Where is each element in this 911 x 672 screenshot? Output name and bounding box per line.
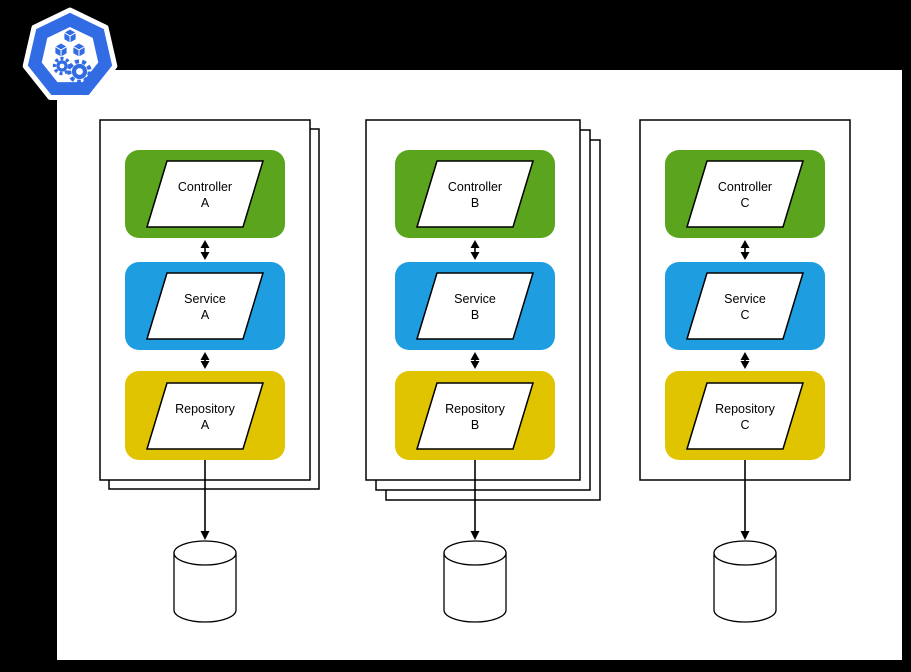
database-cylinder-body <box>443 552 507 623</box>
repository-c-parallelogram <box>685 382 805 450</box>
controller-a-label-line1: Controller <box>178 180 232 194</box>
repository-b-parallelogram <box>415 382 535 450</box>
database-c <box>713 540 777 623</box>
cube-top <box>62 28 78 44</box>
database-cylinder-top <box>443 540 507 566</box>
service-a-label-line2: A <box>201 308 210 322</box>
controller-b-parallelogram <box>415 160 535 228</box>
repository-a-parallelogram <box>145 382 265 450</box>
repository-a-label-line2: A <box>201 418 210 432</box>
controller-c-parallelogram <box>685 160 805 228</box>
repository-c-node: Repository C <box>665 371 825 460</box>
database-cylinder-body <box>173 552 237 623</box>
controller-a-node: Controller A <box>125 150 285 238</box>
controller-b-label-line1: Controller <box>448 180 502 194</box>
database-cylinder-body <box>713 552 777 623</box>
service-c-node: Service C <box>665 262 825 350</box>
arrow-service-repository-b <box>470 352 480 369</box>
gears-icon <box>52 56 92 84</box>
controller-a-parallelogram <box>145 160 265 228</box>
service-c-parallelogram <box>685 272 805 340</box>
repository-b-label-line1: Repository <box>445 402 505 416</box>
arrow-repository-database-b <box>470 460 480 540</box>
arrow-repository-database-c <box>740 460 750 540</box>
arrow-repository-database-a <box>200 460 210 540</box>
controller-c-node: Controller C <box>665 150 825 238</box>
database-cylinder-top <box>713 540 777 566</box>
repository-b-label-line2: B <box>471 418 479 432</box>
repository-c-label-line1: Repository <box>715 402 775 416</box>
repository-b-node: Repository B <box>395 371 555 460</box>
repository-a-label-line1: Repository <box>175 402 235 416</box>
pipeline-c: Controller C Service C <box>639 119 851 623</box>
gear-small <box>52 56 72 76</box>
cube-left <box>53 42 69 58</box>
service-c-label-line1: Service <box>724 292 766 306</box>
arrow-controller-service-c <box>740 240 750 260</box>
pipeline-b: Controller B Service B <box>365 119 601 623</box>
kubernetes-workloads-logo <box>22 7 118 100</box>
cube-right <box>71 42 87 58</box>
arrow-controller-service-a <box>200 240 210 260</box>
database-cylinder-top <box>173 540 237 566</box>
controller-c-label-line2: C <box>740 196 749 210</box>
service-a-parallelogram <box>145 272 265 340</box>
service-b-label-line1: Service <box>454 292 496 306</box>
arrow-controller-service-b <box>470 240 480 260</box>
controller-b-label-line2: B <box>471 196 479 210</box>
arrow-service-repository-a <box>200 352 210 369</box>
service-a-node: Service A <box>125 262 285 350</box>
database-b <box>443 540 507 623</box>
container-cubes-icon <box>53 28 87 58</box>
database-a <box>173 540 237 623</box>
service-b-parallelogram <box>415 272 535 340</box>
service-a-label-line1: Service <box>184 292 226 306</box>
service-b-node: Service B <box>395 262 555 350</box>
service-c-label-line2: C <box>740 308 749 322</box>
service-b-label-line2: B <box>471 308 479 322</box>
pipeline-a: Controller A Service A <box>99 119 320 623</box>
arrow-service-repository-c <box>740 352 750 369</box>
repository-c-label-line2: C <box>740 418 749 432</box>
controller-a-label-line2: A <box>201 196 210 210</box>
repository-a-node: Repository A <box>125 371 285 460</box>
controller-c-label-line1: Controller <box>718 180 772 194</box>
controller-b-node: Controller B <box>395 150 555 238</box>
gear-large <box>67 59 92 84</box>
